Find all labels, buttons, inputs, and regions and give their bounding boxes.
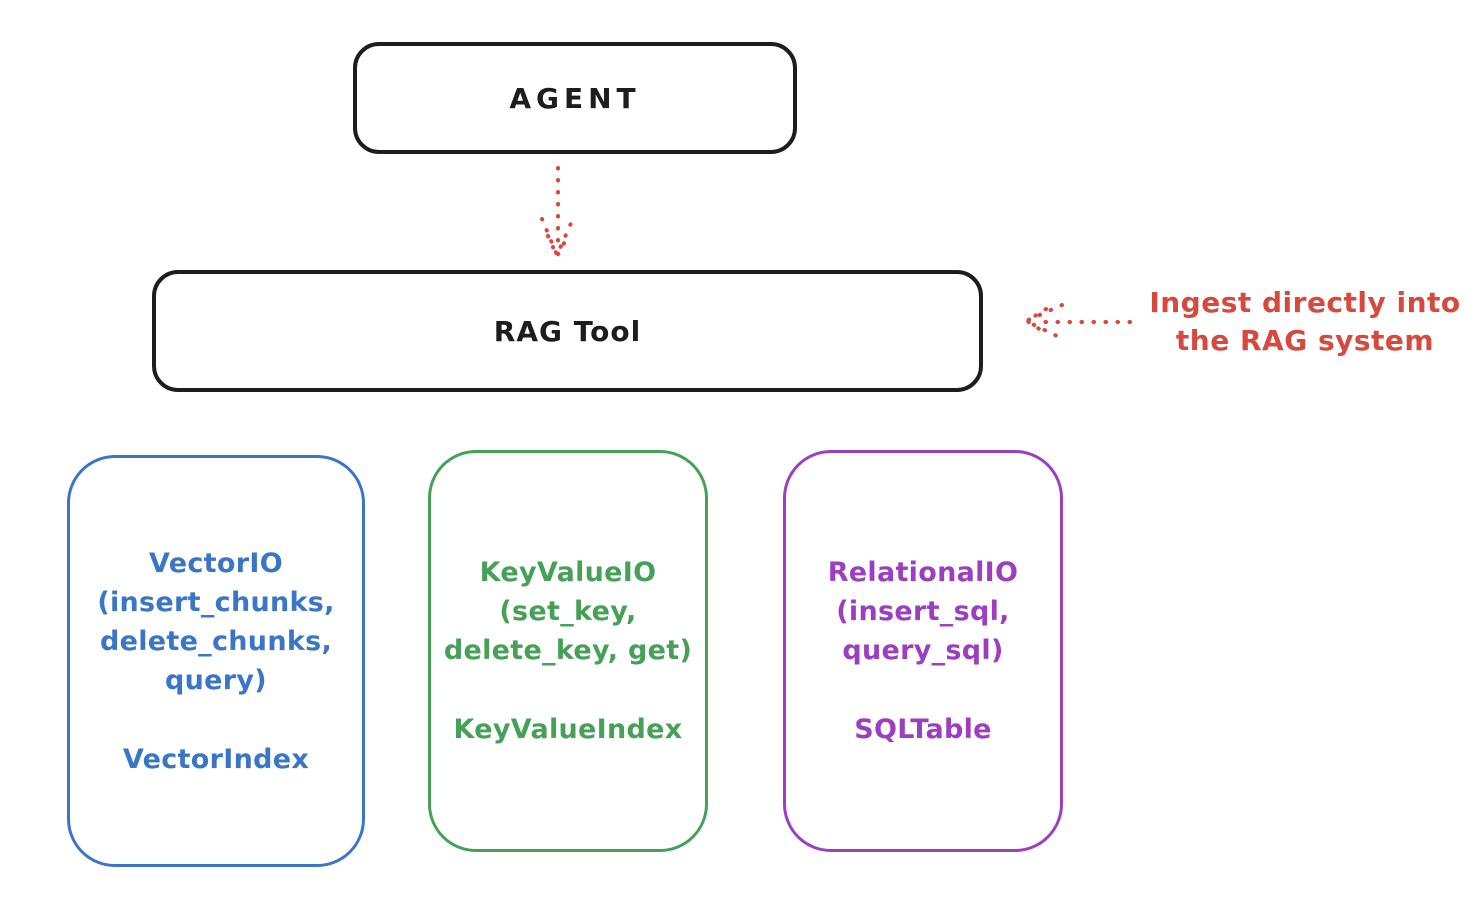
annotation-to-rag-tool-arrow [1024, 303, 1132, 341]
ingest-annotation-line2: the RAG system [1175, 324, 1435, 357]
rag-tool-node-label: RAG Tool [493, 314, 642, 348]
keyvalue-io-node: KeyValueIO (set_key, delete_key, get) Ke… [428, 450, 708, 852]
vector-io-node: VectorIO (insert_chunks, delete_chunks, … [67, 455, 365, 867]
vector-io-line: query) [165, 664, 267, 696]
vector-io-methods: VectorIO (insert_chunks, delete_chunks, … [97, 544, 334, 700]
vector-io-line: VectorIO [149, 547, 283, 579]
sql-table-label: SQLTable [854, 714, 992, 745]
rag-tool-node: RAG Tool [152, 270, 983, 392]
relational-io-node: RelationalIO (insert_sql, query_sql) SQL… [783, 450, 1063, 852]
relational-io-line: query_sql) [842, 635, 1004, 666]
keyvalue-io-line: KeyValueIO [479, 557, 657, 588]
agent-to-rag-tool-arrow [540, 166, 574, 258]
ingest-annotation-line1: Ingest directly into [1149, 286, 1461, 319]
relational-io-methods: RelationalIO (insert_sql, query_sql) [828, 553, 1019, 670]
vector-index-label: VectorIndex [122, 743, 310, 775]
vector-io-line: (insert_chunks, [97, 586, 335, 618]
keyvalue-index-label: KeyValueIndex [453, 714, 683, 745]
ingest-annotation: Ingest directly into the RAG system [1140, 284, 1470, 360]
relational-io-line: (insert_sql, [836, 596, 1010, 627]
agent-node: AGENT [353, 42, 797, 154]
relational-io-line: RelationalIO [827, 557, 1019, 588]
vector-io-line: delete_chunks, [99, 625, 333, 657]
keyvalue-io-line: delete_key, get) [443, 635, 693, 666]
agent-node-label: AGENT [509, 81, 641, 115]
keyvalue-io-line: (set_key, [499, 596, 637, 627]
keyvalue-io-methods: KeyValueIO (set_key, delete_key, get) [444, 553, 692, 670]
